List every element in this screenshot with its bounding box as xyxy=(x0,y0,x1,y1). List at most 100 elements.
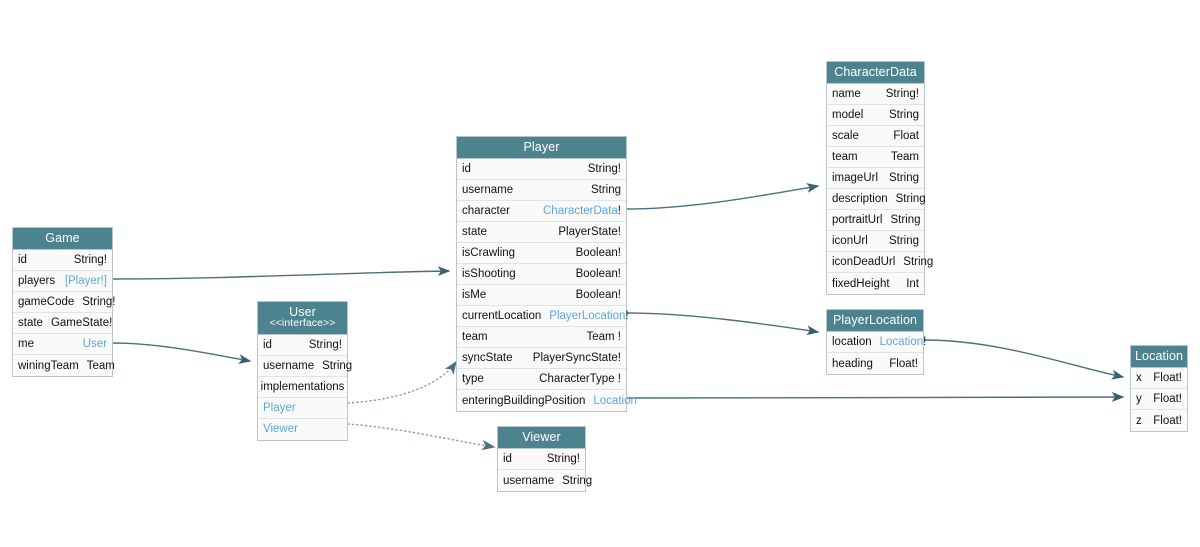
field-name: id xyxy=(503,453,512,466)
field-type: String xyxy=(590,184,621,197)
entity-game-title: Game xyxy=(13,228,112,251)
field-name: location xyxy=(832,336,872,349)
entity-location[interactable]: Location x Float! y Float! z Float! xyxy=(1130,345,1188,433)
field-type: String xyxy=(562,474,593,487)
field-type: Float! xyxy=(1153,372,1182,385)
edge-game-players-to-player xyxy=(112,266,451,280)
field-name: id xyxy=(18,254,27,267)
table-row: username String xyxy=(258,355,352,377)
field-nonnull-marker: ! xyxy=(923,336,927,349)
field-name: state xyxy=(18,317,43,330)
field-type: String! xyxy=(885,88,919,101)
entity-user-title: User <<interface>> xyxy=(258,302,347,335)
table-row: portraitUrl String xyxy=(827,210,924,232)
field-name: z xyxy=(1136,414,1142,427)
edge-playerlocation-location-to-location xyxy=(923,339,1125,380)
field-name: currentLocation xyxy=(462,310,542,323)
entity-game[interactable]: Game id String! players [Player!] gameCo… xyxy=(12,227,116,378)
implementation-name: Viewer xyxy=(263,423,298,436)
table-row: id String! xyxy=(13,250,112,272)
field-name: enteringBuildingPosition xyxy=(462,394,586,407)
field-name: iconDeadUrl xyxy=(832,256,896,269)
table-row: z Float! xyxy=(1131,410,1187,432)
field-type-text: CharacterData xyxy=(543,205,618,218)
field-name: username xyxy=(263,359,315,372)
table-row: character CharacterData! xyxy=(457,201,626,223)
field-type: String! xyxy=(308,338,342,351)
field-type[interactable]: CharacterData! xyxy=(543,205,621,217)
field-type: Boolean! xyxy=(575,268,621,281)
field-name: character xyxy=(462,205,510,218)
field-name: portraitUrl xyxy=(832,214,883,227)
field-name: x xyxy=(1136,372,1142,385)
entity-location-title: Location xyxy=(1131,346,1187,369)
field-type: Int xyxy=(906,277,919,290)
entity-player[interactable]: Player id String! username String charac… xyxy=(456,136,637,413)
field-type: Team xyxy=(890,151,919,164)
field-type: String! xyxy=(587,163,621,176)
field-name: username xyxy=(462,184,514,197)
table-row: username String xyxy=(457,180,626,202)
table-row: id String! xyxy=(258,334,347,356)
table-row: enteringBuildingPosition Location xyxy=(457,390,637,412)
field-type: String xyxy=(895,193,926,206)
entity-user-stereotype: <<interface>> xyxy=(269,317,336,330)
table-row: heading Float! xyxy=(827,353,923,375)
table-row: id String! xyxy=(498,449,585,471)
implementations-label-row: implementations xyxy=(258,376,347,398)
field-type[interactable]: Location! xyxy=(880,336,927,348)
entity-character-data[interactable]: CharacterData name String! model String … xyxy=(826,61,933,296)
field-type[interactable]: [Player!] xyxy=(64,275,107,288)
implementation-viewer[interactable]: Viewer xyxy=(258,418,347,440)
field-name: gameCode xyxy=(18,296,75,309)
edge-user-implements-player xyxy=(347,360,457,404)
table-row: winingTeam Team xyxy=(13,355,115,377)
implementation-player[interactable]: Player xyxy=(258,397,347,419)
field-type: PlayerState! xyxy=(558,226,621,239)
table-row: description String xyxy=(827,189,926,211)
field-type[interactable]: Location xyxy=(593,395,636,407)
field-type: Float! xyxy=(1153,414,1182,427)
field-name: fixedHeight xyxy=(832,277,890,290)
table-row: syncState PlayerSyncState! xyxy=(457,348,626,370)
table-row: username String xyxy=(498,470,592,492)
field-name: winingTeam xyxy=(18,359,79,372)
field-nonnull-marker: ! xyxy=(617,205,621,218)
field-type: String xyxy=(903,256,934,269)
table-row: scale Float xyxy=(827,126,924,148)
entity-player-location[interactable]: PlayerLocation location Location! headin… xyxy=(826,309,927,376)
field-name: name xyxy=(832,88,861,101)
table-row: iconDeadUrl String xyxy=(827,252,933,274)
field-name: team xyxy=(462,331,488,344)
field-type[interactable]: PlayerLocation! xyxy=(549,310,628,322)
edge-player-currentlocation-to-playerlocation xyxy=(626,312,820,336)
entity-user[interactable]: User <<interface>> id String! username S… xyxy=(257,301,352,441)
table-row: y Float! xyxy=(1131,389,1187,411)
field-type: Float! xyxy=(889,357,918,370)
field-type: String xyxy=(888,109,919,122)
field-name: isShooting xyxy=(462,268,516,281)
field-type[interactable]: User xyxy=(82,338,107,351)
entity-player-title: Player xyxy=(457,137,626,160)
field-name: heading xyxy=(832,357,873,370)
implementations-label: implementations xyxy=(260,380,345,393)
field-type-text: PlayerLocation xyxy=(549,310,626,323)
entity-user-name: User xyxy=(289,305,316,319)
field-name: isMe xyxy=(462,289,487,302)
field-type: Float! xyxy=(1153,393,1182,406)
field-name: team xyxy=(832,151,858,164)
field-nonnull-marker: ! xyxy=(625,310,629,323)
entity-viewer[interactable]: Viewer id String! username String xyxy=(497,426,592,493)
field-type: String! xyxy=(82,296,116,309)
edge-game-me-to-user xyxy=(112,342,252,364)
field-name: syncState xyxy=(462,352,513,365)
entity-player-location-title: PlayerLocation xyxy=(827,310,923,333)
field-type: String! xyxy=(73,254,107,267)
field-type: CharacterType ! xyxy=(539,373,621,386)
table-row: name String! xyxy=(827,84,924,106)
field-type: String! xyxy=(546,453,580,466)
table-row: players [Player!] xyxy=(13,271,112,293)
entity-viewer-title: Viewer xyxy=(498,427,585,450)
field-name: imageUrl xyxy=(832,172,879,185)
